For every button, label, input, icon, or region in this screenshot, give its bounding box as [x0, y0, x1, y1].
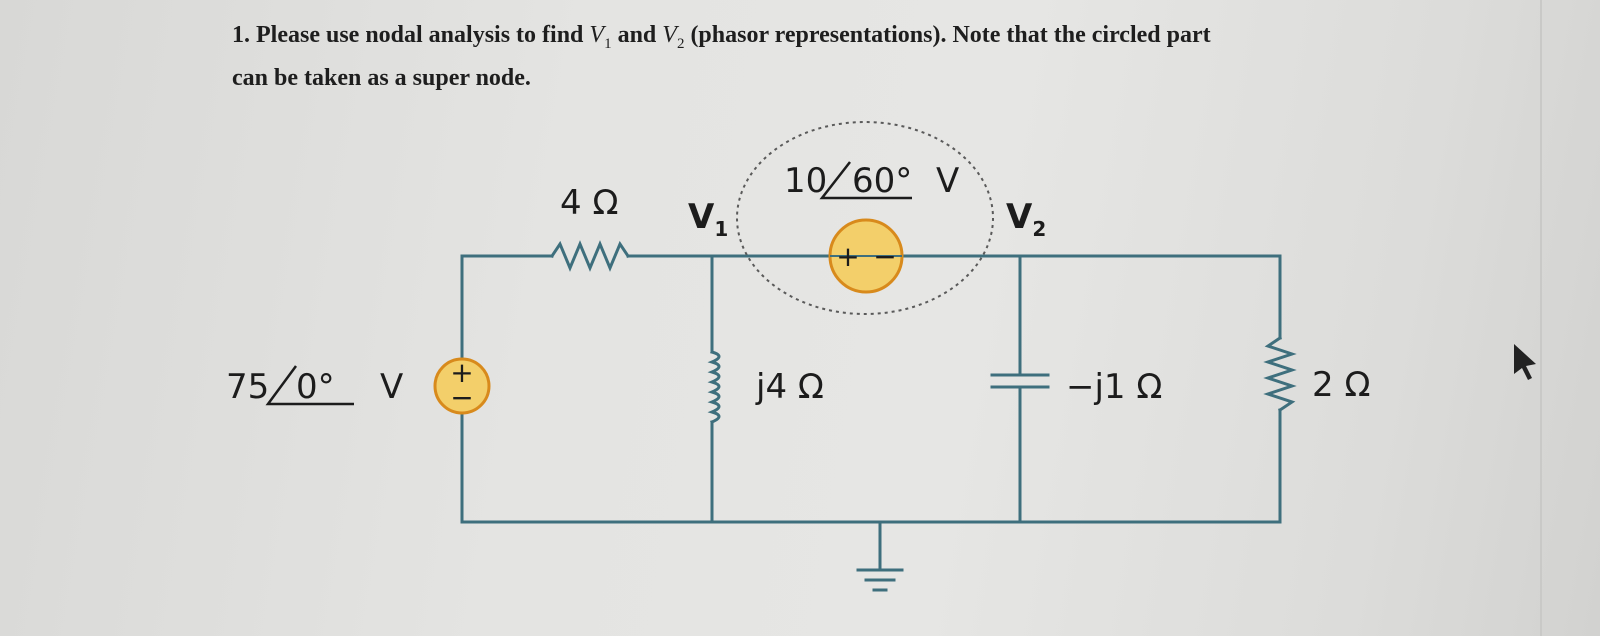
resistor-2-label: 2 Ω — [1312, 365, 1370, 405]
source-mid-unit: V — [936, 161, 959, 201]
problem-text-2: and — [617, 22, 657, 48]
problem-text-3: (phasor representations). Note that the … — [690, 22, 1211, 48]
inductor-label: j4 Ω — [755, 367, 824, 407]
mouse-cursor-icon — [1514, 344, 1536, 380]
voltage-source-left — [433, 357, 491, 415]
source-left-angle-symbol — [265, 365, 354, 406]
source-mid-plus: + — [836, 240, 859, 273]
node-v1-label: V1 — [688, 197, 728, 241]
problem-statement: 1. Please use nodal analysis to find V1 … — [232, 18, 1392, 95]
source-left-minus: − — [450, 381, 473, 414]
variable-v2: V2 — [662, 22, 685, 52]
node-v2-label: V2 — [1006, 197, 1046, 241]
problem-text-4: can be taken as a super node. — [232, 64, 531, 91]
resistor-2-symbol — [1263, 335, 1297, 413]
problem-number: 1. — [232, 22, 250, 48]
inductor-symbol — [707, 350, 721, 424]
source-left-plus: + — [450, 356, 473, 389]
problem-text-1: Please use nodal analysis to find — [256, 22, 584, 48]
resistor-4-label: 4 Ω — [560, 183, 618, 223]
source-mid-magnitude: 10 — [784, 161, 827, 201]
source-mid-minus: − — [873, 240, 896, 273]
resistor-4-symbol — [549, 240, 631, 272]
source-left-magnitude: 75 — [226, 367, 269, 407]
capacitor-label: −j1 Ω — [1066, 367, 1162, 407]
source-left-unit: V — [380, 367, 403, 407]
source-left-angle: 0° — [296, 367, 335, 407]
supernode-boundary — [736, 121, 994, 315]
screen-edge — [1540, 0, 1542, 636]
variable-v1: V1 — [589, 22, 612, 52]
source-mid-angle: 60° — [852, 161, 912, 201]
source-mid-angle-symbol — [819, 161, 912, 200]
